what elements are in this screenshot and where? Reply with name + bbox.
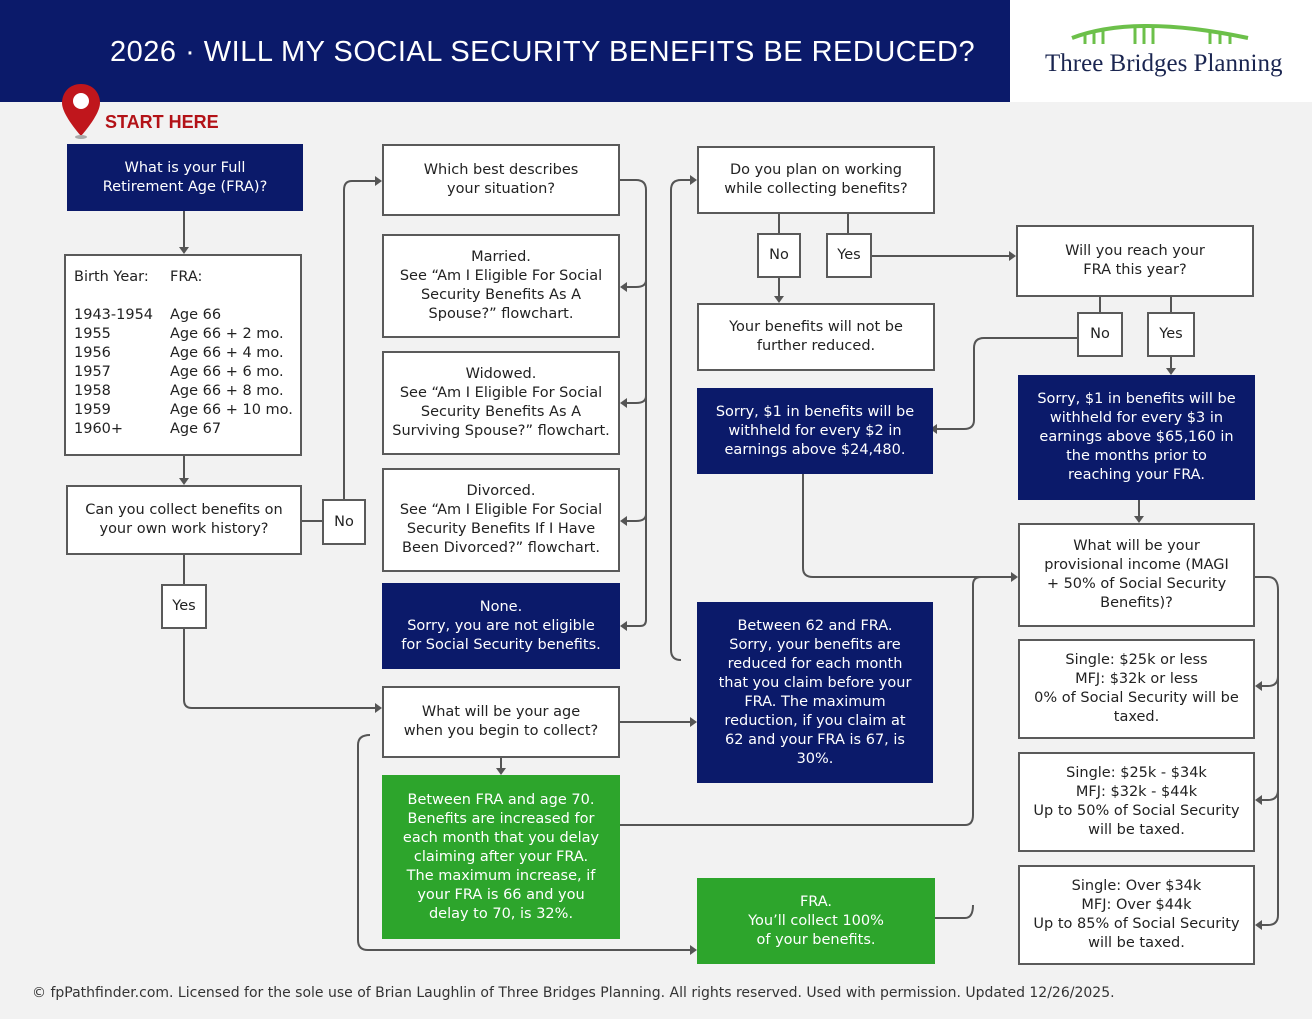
start-here-label: START HERE bbox=[105, 112, 219, 132]
divorced-node: Divorced. See “Am I Eligible For Social … bbox=[382, 468, 620, 572]
fra-age: Age 66 + 2 mo. bbox=[170, 326, 284, 342]
fra-100-node: FRA. You’ll collect 100% of your benefit… bbox=[697, 878, 935, 964]
situation-node: Which best describes your situation? bbox=[382, 144, 620, 216]
reach-fra-yes: Yes bbox=[1147, 312, 1195, 357]
withheld-2-node: Sorry, $1 in benefits will be withheld f… bbox=[697, 388, 933, 474]
birth-year: 1957 bbox=[74, 364, 111, 380]
fra-age: Age 66 + 8 mo. bbox=[170, 383, 284, 399]
fra-to-70-node: Between FRA and age 70. Benefits are inc… bbox=[382, 775, 620, 939]
birth-year: 1959 bbox=[74, 402, 111, 418]
not-reduced-node: Your benefits will not be further reduce… bbox=[697, 303, 935, 371]
fra-age: Age 66 bbox=[170, 307, 222, 323]
footer-copyright: © fpPathfinder.com. Licensed for the sol… bbox=[32, 985, 1115, 1001]
fra-question-node: What is your Full Retirement Age (FRA)? bbox=[67, 144, 303, 211]
table-row: 1957 Age 66 + 6 mo. bbox=[74, 363, 300, 382]
working-no: No bbox=[757, 233, 801, 278]
table-row: 1955 Age 66 + 2 mo. bbox=[74, 325, 300, 344]
own-history-no: No bbox=[322, 499, 366, 545]
fra-age: Age 66 + 4 mo. bbox=[170, 345, 284, 361]
withheld-3-node: Sorry, $1 in benefits will be withheld f… bbox=[1018, 375, 1255, 500]
tax-0-node: Single: $25k or less MFJ: $32k or less 0… bbox=[1018, 639, 1255, 739]
married-node: Married. See “Am I Eligible For Social S… bbox=[382, 234, 620, 338]
own-history-yes: Yes bbox=[161, 584, 207, 629]
fra-table-header: Birth Year: FRA: bbox=[74, 268, 300, 287]
own-history-node: Can you collect benefits on your own wor… bbox=[66, 485, 302, 555]
page-title: 2026 · WILL MY SOCIAL SECURITY BENEFITS … bbox=[0, 0, 1010, 102]
birth-year: 1943-1954 bbox=[74, 307, 154, 323]
table-row: 1960+ Age 67 bbox=[74, 420, 300, 439]
fra-age: Age 66 + 10 mo. bbox=[170, 402, 293, 418]
table-row: 1956 Age 66 + 4 mo. bbox=[74, 344, 300, 363]
table-row: 1959 Age 66 + 10 mo. bbox=[74, 401, 300, 420]
birth-year: 1958 bbox=[74, 383, 111, 399]
location-pin-icon bbox=[62, 84, 100, 139]
fra-age: Age 66 + 6 mo. bbox=[170, 364, 284, 380]
bridge-logo-icon bbox=[1071, 24, 1249, 44]
none-node: None. Sorry, you are not eligible for So… bbox=[382, 583, 620, 669]
table-row: 1958 Age 66 + 8 mo. bbox=[74, 382, 300, 401]
working-yes: Yes bbox=[826, 233, 872, 278]
birth-year: 1955 bbox=[74, 326, 111, 342]
logo: Three Bridges Planning bbox=[1010, 0, 1312, 102]
birth-year: 1960+ bbox=[74, 421, 124, 437]
working-node: Do you plan on working while collecting … bbox=[697, 146, 935, 214]
tax-50-node: Single: $25k - $34k MFJ: $32k - $44k Up … bbox=[1018, 752, 1255, 852]
reach-fra-no: No bbox=[1077, 312, 1123, 357]
between-62-node: Between 62 and FRA. Sorry, your benefits… bbox=[697, 602, 933, 783]
fra-age: Age 67 bbox=[170, 421, 222, 437]
reach-fra-node: Will you reach your FRA this year? bbox=[1016, 225, 1254, 297]
tax-85-node: Single: Over $34k MFJ: Over $44k Up to 8… bbox=[1018, 865, 1255, 965]
widowed-node: Widowed. See “Am I Eligible For Social S… bbox=[382, 351, 620, 455]
birth-year-header: Birth Year: bbox=[74, 269, 149, 285]
provisional-node: What will be your provisional income (MA… bbox=[1018, 523, 1255, 627]
birth-year: 1956 bbox=[74, 345, 111, 361]
logo-text: Three Bridges Planning bbox=[1045, 50, 1283, 77]
table-row: 1943-1954 Age 66 bbox=[74, 306, 300, 325]
age-collect-node: What will be your age when you begin to … bbox=[382, 686, 620, 758]
fra-header: FRA: bbox=[170, 269, 203, 285]
